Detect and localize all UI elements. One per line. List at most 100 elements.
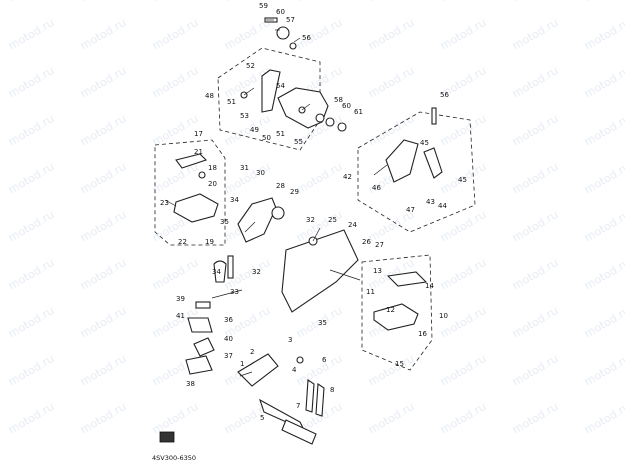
- callout: 7: [296, 402, 300, 410]
- watermark-layer: motod.ru motod.ru motod.ru motod.ru motod.ru…: [6, 0, 625, 437]
- callout: 51: [227, 98, 236, 106]
- watermark-text: motod.ru: [438, 400, 488, 436]
- washer-58: [315, 113, 325, 123]
- watermark-text: motod.ru: [6, 160, 56, 196]
- bolt-56b: [431, 107, 437, 125]
- callout: 51: [276, 130, 285, 138]
- watermark-text: motod.ru: [438, 112, 488, 148]
- collar-57: [276, 26, 290, 40]
- watermark-text: motod.ru: [366, 352, 416, 388]
- spring-34: [213, 260, 227, 283]
- callout: 22: [178, 238, 187, 246]
- callout: 3: [288, 336, 292, 344]
- callout: 56: [440, 91, 449, 99]
- watermark-text: motod.ru: [510, 400, 560, 436]
- callout: 60: [342, 102, 351, 110]
- watermark-text: motod.ru: [294, 0, 344, 5]
- washer-60: [325, 117, 335, 127]
- callout: 6: [322, 356, 327, 364]
- callout: 49: [250, 126, 259, 134]
- watermark-text: motod.ru: [78, 0, 128, 5]
- watermark-text: motod.ru: [582, 304, 625, 340]
- footrest-peg-53: [261, 69, 281, 113]
- watermark-text: motod.ru: [6, 0, 56, 5]
- callout: 8: [330, 386, 334, 394]
- footpeg-21: [175, 153, 208, 169]
- shaft-33: [227, 255, 234, 279]
- bolt-3: [296, 356, 304, 364]
- callout: 11: [366, 288, 375, 296]
- peg-bracket-23: [173, 193, 219, 223]
- watermark-text: motod.ru: [510, 0, 560, 5]
- callout: 25: [328, 216, 337, 224]
- watermark-text: motod.ru: [78, 112, 128, 148]
- bracket-28: [237, 197, 277, 243]
- watermark-text: motod.ru: [6, 256, 56, 292]
- watermark-text: motod.ru: [438, 16, 488, 52]
- watermark-text: motod.ru: [438, 352, 488, 388]
- bracket-41: [187, 317, 213, 333]
- watermark-text: motod.ru: [438, 0, 488, 5]
- callout: 10: [439, 312, 448, 320]
- callout: 31: [240, 164, 249, 172]
- footrest-45: [423, 147, 443, 179]
- callout: 45: [420, 139, 429, 147]
- watermark-text: motod.ru: [6, 16, 56, 52]
- nut-61: [337, 122, 347, 132]
- watermark-text: motod.ru: [510, 352, 560, 388]
- callout: 5: [260, 414, 264, 422]
- spring-20: [198, 171, 206, 179]
- assembly-box-10: [361, 254, 433, 371]
- watermark-text: motod.ru: [78, 16, 128, 52]
- callout: 24: [348, 221, 357, 229]
- watermark-text: motod.ru: [78, 160, 128, 196]
- watermark-text: motod.ru: [366, 16, 416, 52]
- callout: 41: [176, 312, 185, 320]
- callout: 55: [294, 138, 303, 146]
- watermark-text: motod.ru: [6, 64, 56, 100]
- callout: 29: [290, 188, 299, 196]
- watermark-text: motod.ru: [6, 304, 56, 340]
- watermark-text: motod.ru: [78, 64, 128, 100]
- callout: 42: [343, 173, 352, 181]
- watermark-text: motod.ru: [150, 16, 200, 52]
- watermark-text: motod.ru: [78, 352, 128, 388]
- watermark-text: motod.ru: [582, 112, 625, 148]
- callout: 14: [425, 282, 434, 290]
- callout: 17: [194, 130, 203, 138]
- callout: 32: [306, 216, 315, 224]
- watermark-text: motod.ru: [78, 256, 128, 292]
- watermark-text: motod.ru: [582, 16, 625, 52]
- callout: 13: [373, 267, 382, 275]
- callout: 1: [240, 360, 244, 368]
- callout: 59: [259, 2, 268, 10]
- watermark-text: motod.ru: [582, 0, 625, 5]
- callout: 44: [438, 202, 447, 210]
- callout: 19: [205, 238, 214, 246]
- bracket-42: [385, 139, 419, 183]
- watermark-text: motod.ru: [294, 160, 344, 196]
- watermark-text: motod.ru: [438, 256, 488, 292]
- callout: 28: [276, 182, 285, 190]
- watermark-text: motod.ru: [6, 208, 56, 244]
- watermark-text: motod.ru: [150, 256, 200, 292]
- watermark-text: motod.ru: [582, 64, 625, 100]
- callout: 46: [372, 184, 381, 192]
- callout: 16: [418, 330, 427, 338]
- callout: 61: [354, 108, 363, 116]
- spring-8: [315, 383, 325, 417]
- callout: 2: [250, 348, 254, 356]
- watermark-text: motod.ru: [582, 160, 625, 196]
- watermark-text: motod.ru: [438, 304, 488, 340]
- peg-bracket-11: [373, 303, 419, 331]
- callout: 37: [224, 352, 233, 360]
- watermark-text: motod.ru: [150, 0, 200, 5]
- callout: 27: [375, 241, 384, 249]
- callout: 26: [362, 238, 371, 246]
- callout: 53: [240, 112, 249, 120]
- assembly-box-42: [357, 111, 476, 233]
- callout: 20: [208, 180, 217, 188]
- callout: 43: [426, 198, 435, 206]
